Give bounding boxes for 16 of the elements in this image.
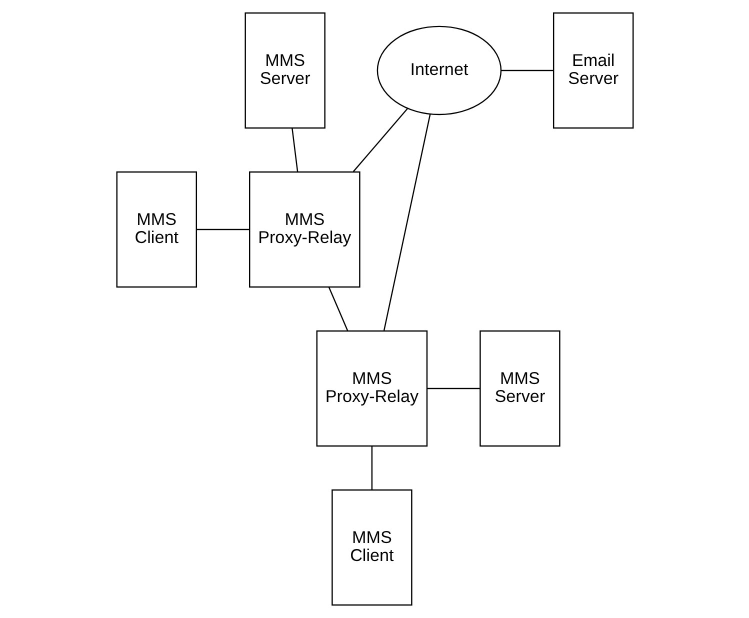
connector: [196, 228, 249, 230]
connector: [328, 287, 348, 332]
connector: [370, 446, 372, 490]
connector: [352, 108, 408, 172]
node-box: MMS Server: [479, 330, 560, 447]
node-box: MMS Proxy-Relay: [248, 171, 360, 288]
node-box: MMS Client: [116, 171, 197, 288]
node-box: MMS Proxy-Relay: [316, 330, 428, 447]
connector: [291, 128, 298, 172]
node-ellipse: Internet: [376, 26, 502, 116]
node-box: MMS Client: [331, 489, 412, 606]
connector: [426, 388, 480, 390]
connector: [382, 114, 430, 331]
node-box: MMS Server: [244, 12, 325, 129]
node-box: Email Server: [552, 12, 634, 129]
connector: [500, 70, 553, 72]
